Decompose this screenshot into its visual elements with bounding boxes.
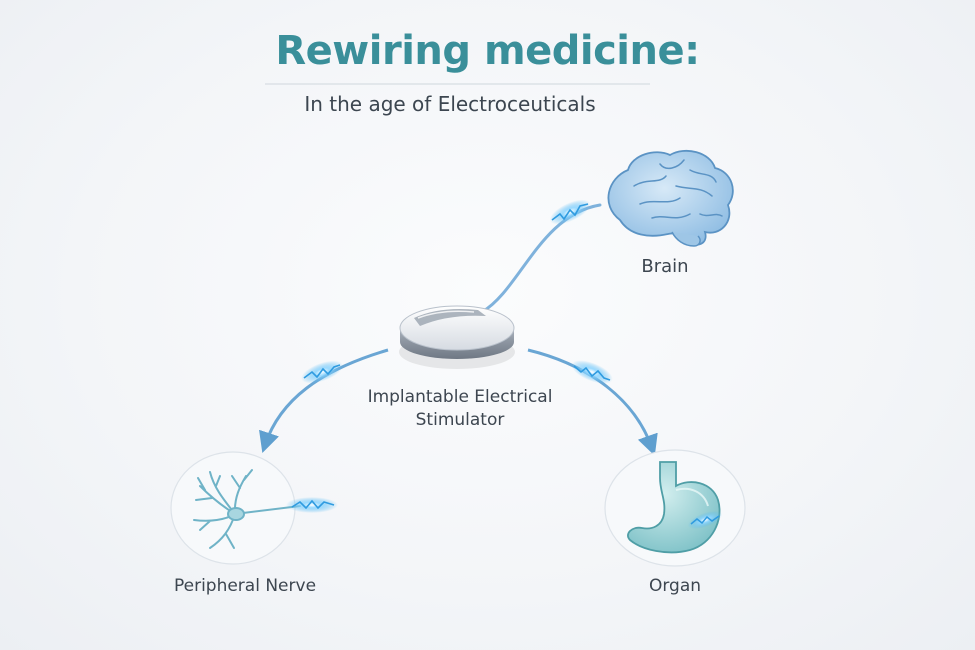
stomach-icon — [627, 461, 721, 554]
electric-spark-icon — [571, 360, 613, 384]
stimulator-label: Implantable Electrical Stimulator — [345, 386, 575, 432]
stimulator-label-line-1: Implantable Electrical — [367, 387, 553, 407]
brain-label: Brain — [641, 256, 689, 277]
connector-stimulator-to-brain — [480, 203, 602, 314]
electric-spark-icon — [286, 497, 338, 513]
electric-spark-icon — [687, 510, 723, 530]
brain-icon — [607, 150, 734, 247]
electric-spark-icon — [549, 199, 591, 225]
peripheral-nerve-label: Peripheral Nerve — [173, 576, 317, 596]
stimulator-device-icon — [399, 305, 515, 369]
page-title: Rewiring medicine: — [275, 28, 700, 74]
connector-stimulator-to-organ — [527, 348, 658, 456]
connector-stimulator-to-nerve — [259, 348, 389, 453]
stimulator-label-line-2: Stimulator — [415, 410, 505, 430]
neuron-icon — [193, 469, 301, 549]
page-subtitle: In the age of Electroceuticals — [304, 92, 596, 116]
organ-label: Organ — [648, 576, 702, 596]
electric-spark-icon — [301, 360, 343, 384]
